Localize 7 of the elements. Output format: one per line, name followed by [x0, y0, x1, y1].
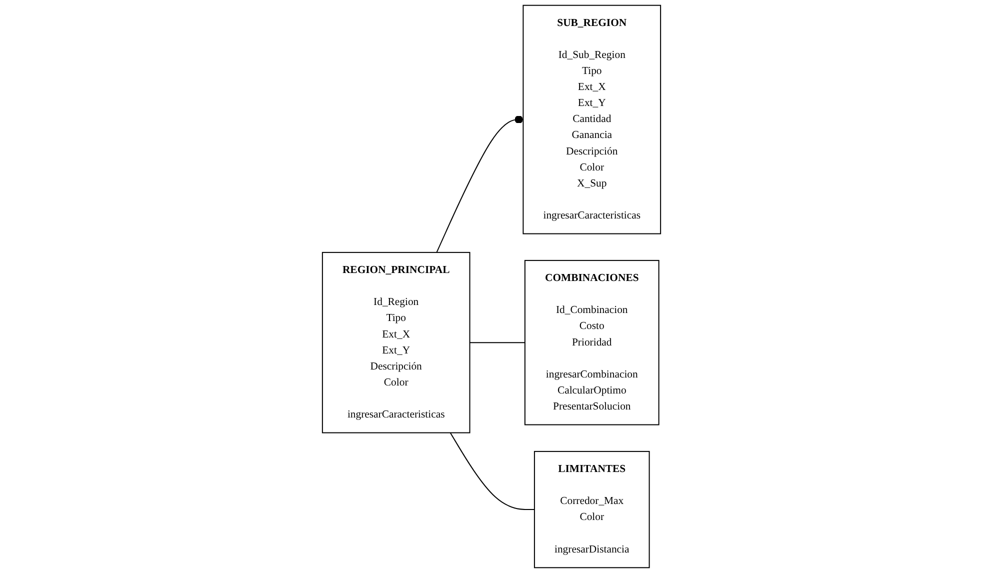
node-box: LIMITANTES Corredor_Max Color ingresarDistancia [534, 450, 650, 568]
connector [450, 432, 535, 510]
node-box: SUB_REGION Id_Sub_Region Tipo Ext_X Ext_Y Cantidad Ganancia Descripción Color X_Sup ingresarCaracteristicas [522, 4, 662, 234]
node-box: COMBINACIONES Id_Combinacion Costo Prioridad ingresarCombinacion CalcularOptimo PresentarSolucion [524, 260, 660, 426]
node-box: REGION_PRINCIPAL Id_Region Tipo Ext_X Ext_Y Descripción Color ingresarCaracteristicas [322, 252, 470, 434]
connector [469, 342, 526, 344]
connector [436, 116, 524, 253]
